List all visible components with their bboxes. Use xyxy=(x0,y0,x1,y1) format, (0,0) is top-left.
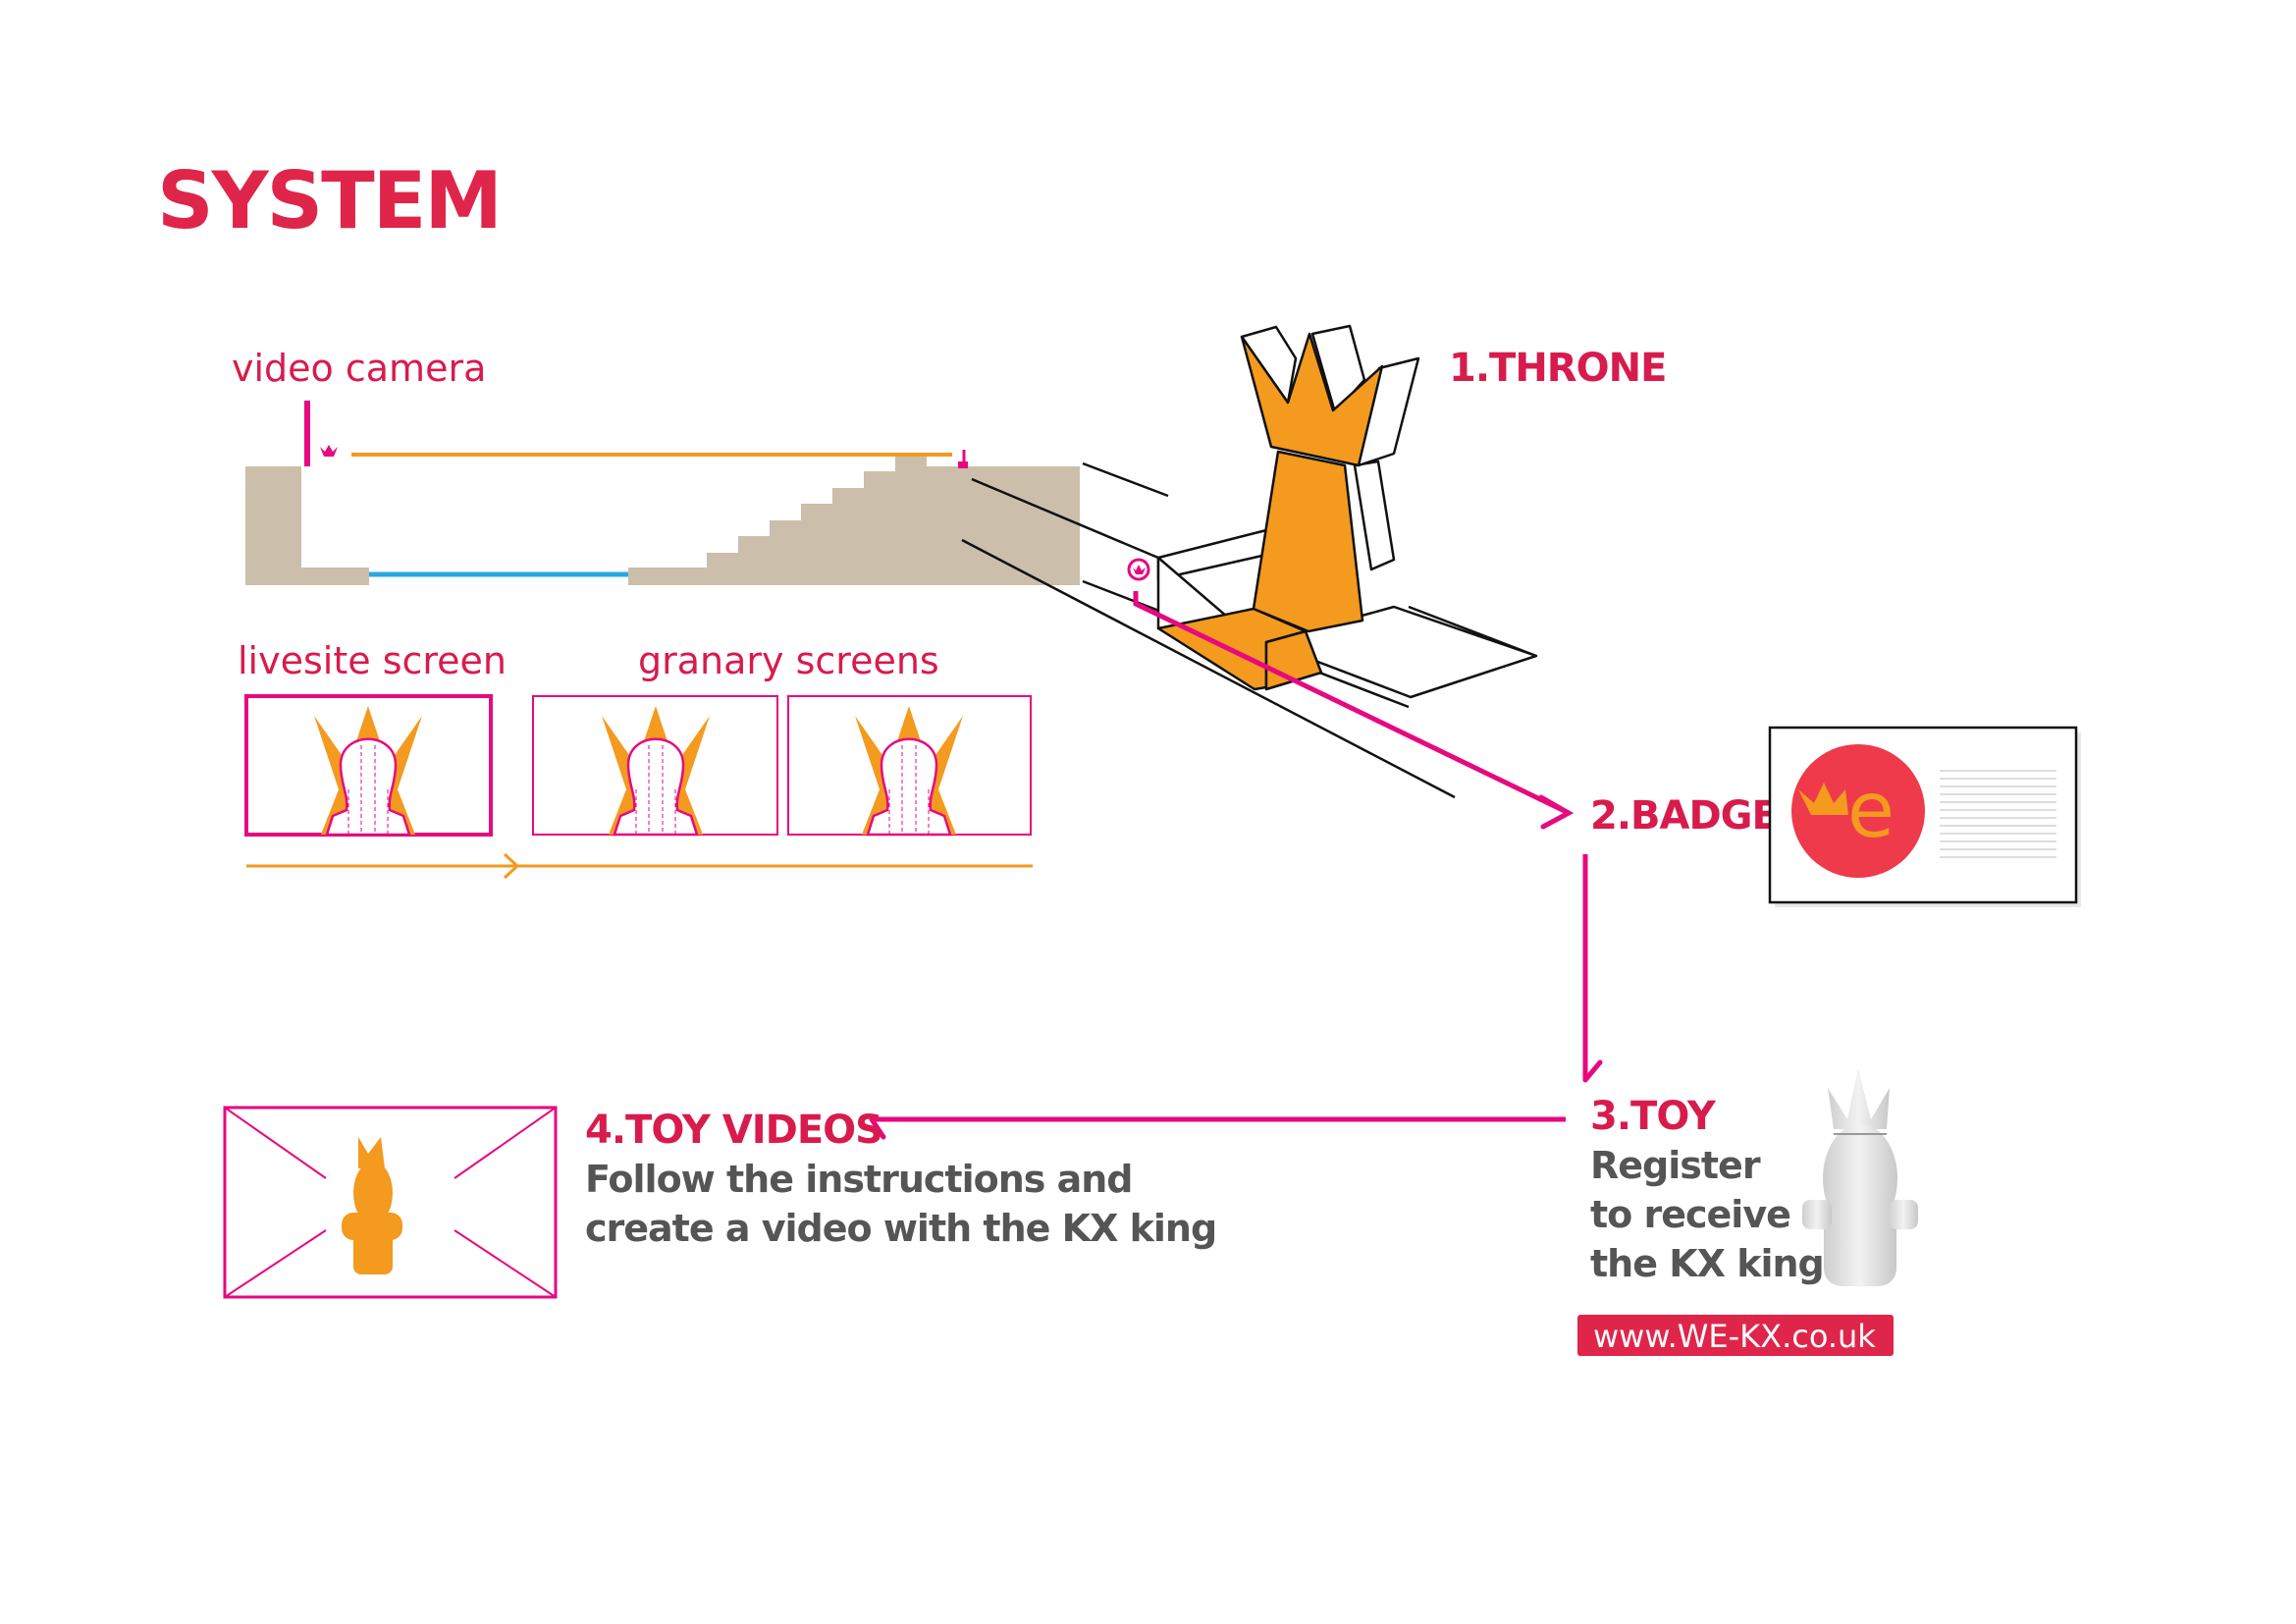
step-4-desc-line-2: create a video with the KX king xyxy=(585,1207,1216,1250)
crowned-person-silhouette xyxy=(602,706,710,837)
throne-illustration xyxy=(1156,324,1538,699)
seat-badge-marker xyxy=(1127,558,1150,581)
person-outline xyxy=(866,737,952,837)
step-1-label: 1.THRONE xyxy=(1449,346,1666,391)
svg-text:e: e xyxy=(1847,767,1895,855)
badge-logo-icon: e xyxy=(1791,744,1925,878)
video-placeholder-icon xyxy=(223,1106,558,1299)
step-3-desc-line-3: the KX king xyxy=(1590,1242,1824,1285)
granary-screens-label: granary screens xyxy=(638,639,939,682)
step-4-label: 4.TOY VIDEOS xyxy=(585,1108,882,1153)
flow-arrow-throne-to-badge xyxy=(1133,591,1571,816)
page-title: SYSTEM xyxy=(157,155,501,246)
site-cross-section xyxy=(245,401,1080,585)
url-button-label[interactable]: www.WE-KX.co.uk xyxy=(1593,1318,1876,1355)
toy-figure-icon xyxy=(1802,1068,1918,1286)
livesite-screen-label: livesite screen xyxy=(238,639,507,682)
video-camera-label: video camera xyxy=(232,347,486,390)
crown-icon xyxy=(320,445,338,457)
step-2-label: 2.BADGE xyxy=(1590,793,1778,839)
url-button[interactable]: www.WE-KX.co.uk xyxy=(1577,1315,1894,1356)
badge-text-lines xyxy=(1940,770,2056,858)
screen-marker-dot xyxy=(958,461,968,468)
toy-silhouette-icon xyxy=(342,1137,402,1274)
badge-card: e xyxy=(1768,726,2081,907)
person-outline xyxy=(613,737,699,837)
left-wall xyxy=(245,466,369,585)
step-4-desc-line-1: Follow the instructions and xyxy=(585,1158,1133,1201)
crowned-person-silhouette xyxy=(855,706,963,837)
person-outline xyxy=(325,737,411,837)
arrow-left-icon xyxy=(869,1116,886,1140)
arrow-right-icon xyxy=(1538,794,1575,830)
crowned-person-silhouette xyxy=(314,706,422,837)
steps xyxy=(628,457,1080,585)
arrow-down-icon xyxy=(1582,1059,1603,1083)
step-3-label: 3.TOY xyxy=(1590,1094,1717,1139)
timeline-arrow-icon xyxy=(503,852,520,880)
step-3-desc-line-1: Register xyxy=(1590,1144,1761,1187)
step-3-desc-line-2: to receive xyxy=(1590,1193,1790,1236)
